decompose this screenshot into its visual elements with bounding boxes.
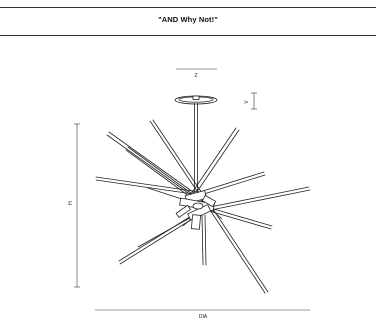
dimension-h-label: H (68, 201, 74, 205)
light-arms (95, 119, 311, 294)
dimension-h (74, 123, 80, 288)
dimension-dia-label: DIA (199, 314, 208, 320)
stem (194, 103, 198, 196)
page-title: "AND Why Not!" (158, 15, 218, 24)
center-hub (175, 190, 223, 230)
title-bar: "AND Why Not!" (0, 7, 376, 36)
dimension-v-label: V (244, 100, 250, 104)
dimension-v (251, 92, 257, 110)
dimension-z-label: Z (194, 73, 197, 79)
canopy (174, 95, 218, 105)
